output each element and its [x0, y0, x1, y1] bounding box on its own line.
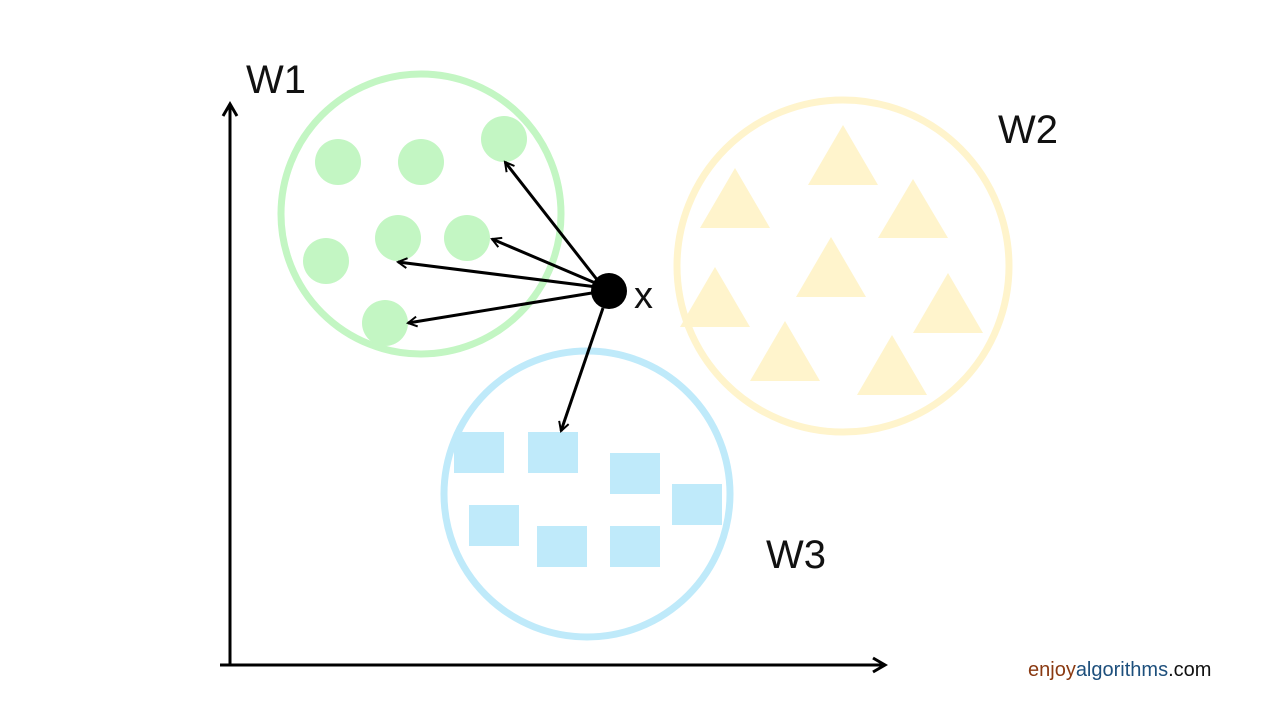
axes: [220, 101, 888, 674]
data-point: [362, 300, 408, 346]
watermark-part-enjoy: enjoy: [1028, 659, 1076, 681]
x-axis-arrow: [872, 656, 888, 674]
data-point: [610, 526, 660, 567]
data-point: [315, 139, 361, 185]
data-point: [537, 526, 587, 567]
data-point: [375, 215, 421, 261]
cluster-w3-label: W3: [766, 533, 826, 577]
arrow-to-w1-point: [492, 239, 601, 287]
data-point: [481, 116, 527, 162]
data-point: [913, 273, 983, 333]
watermark: enjoyalgorithms.com: [1028, 659, 1211, 681]
distance-arrows: [398, 162, 605, 431]
arrow-to-w1-point: [408, 290, 599, 323]
cluster-w3: W3: [440, 347, 826, 641]
cluster-w2: W2: [673, 96, 1058, 436]
data-point: [610, 453, 660, 494]
data-point: [454, 432, 504, 473]
query-point-marker: [591, 273, 627, 309]
arrow-to-w3-point: [561, 307, 605, 431]
cluster-w2-label: W2: [998, 108, 1058, 152]
query-point: x: [591, 273, 653, 317]
cluster-w1-points: [303, 116, 527, 346]
watermark-part-algorithms: algorithms: [1076, 659, 1168, 681]
cluster-w3-points: [454, 432, 722, 567]
watermark-part-com: .com: [1168, 659, 1211, 681]
data-point: [444, 215, 490, 261]
data-point: [700, 168, 770, 228]
data-point: [750, 321, 820, 381]
cluster-w1-boundary: [277, 70, 565, 358]
data-point: [303, 238, 349, 284]
y-axis-arrow: [221, 101, 239, 117]
arrow-to-w1-point: [398, 262, 598, 289]
cluster-w1: W1: [246, 58, 565, 358]
data-point: [398, 139, 444, 185]
data-point: [808, 125, 878, 185]
cluster-w2-points: [680, 125, 983, 395]
data-point: [528, 432, 578, 473]
data-point: [672, 484, 722, 525]
data-point: [878, 179, 948, 238]
arrow-to-w1-point: [505, 162, 604, 287]
data-point: [796, 237, 866, 297]
cluster-w2-boundary: [673, 96, 1013, 436]
cluster-w1-label: W1: [246, 58, 306, 102]
query-point-label: x: [634, 275, 653, 317]
data-point: [680, 267, 750, 327]
data-point: [857, 335, 927, 395]
data-point: [469, 505, 519, 546]
